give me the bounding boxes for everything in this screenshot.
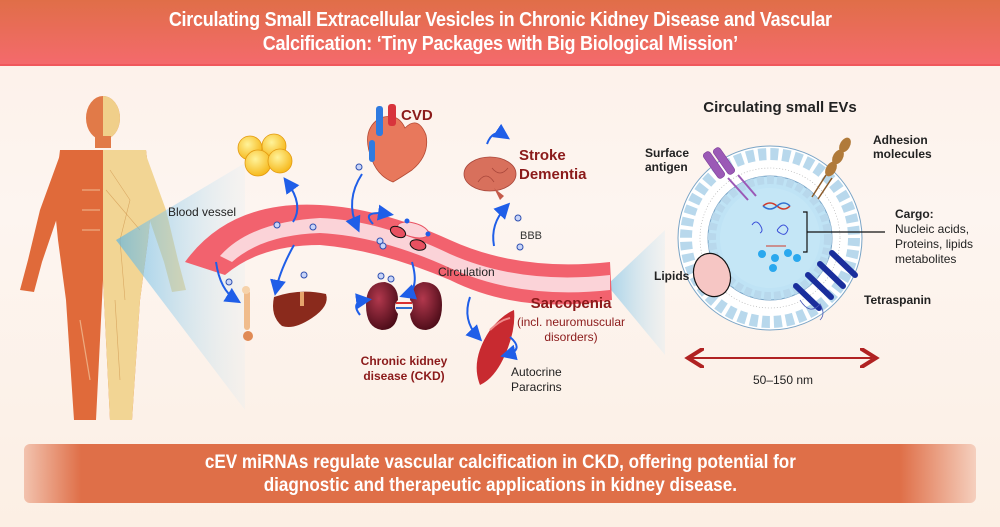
arrow-loop-muscle xyxy=(500,336,518,361)
conclusion-banner: cEV miRNAs regulate vascular calcificati… xyxy=(24,444,976,503)
tetraspanin-label: Tetraspanin xyxy=(864,293,931,307)
lipids-label: Lipids xyxy=(654,269,690,283)
heart-icon xyxy=(367,104,428,183)
arrow-from-heart xyxy=(345,173,363,233)
surface-antigen-label-2: antigen xyxy=(645,160,688,174)
adhesion-molecule-icon xyxy=(811,137,851,200)
conclusion-line-1: cEV miRNAs regulate vascular calcificati… xyxy=(204,451,796,473)
arrow-to-muscle xyxy=(465,296,483,342)
adipose-tissue-icon xyxy=(237,133,293,177)
sarcopenia-sub-line1: (incl. neuromuscular xyxy=(517,315,625,329)
surface-antigen-label-1: Surface xyxy=(645,146,689,160)
bbb-label: BBB xyxy=(520,230,542,242)
autocrine-label: Autocrine xyxy=(511,365,562,379)
blood-vessel-label: Blood vessel xyxy=(168,205,236,219)
cvd-label: CVD xyxy=(401,107,433,124)
arrow-to-adipose xyxy=(283,177,300,223)
adhesion-label-2: molecules xyxy=(873,147,932,161)
arrow-to-bone xyxy=(215,261,242,304)
ckd-label-line1: Chronic kidney xyxy=(361,354,448,368)
ev-panel-title: Circulating small EVs xyxy=(703,99,856,116)
circulation-label: Circulation xyxy=(438,265,495,279)
arrow-to-brain xyxy=(492,202,511,247)
cargo-bracket xyxy=(803,211,885,253)
extracellular-vesicle-diagram xyxy=(677,145,863,331)
sarcopenia-sub-line2: disorders) xyxy=(544,330,597,344)
signaling-arrows xyxy=(215,123,518,361)
title-line-2: Calcification: ‘Tiny Packages with Big B… xyxy=(262,33,738,55)
title-banner: Circulating Small Extracellular Vesicles… xyxy=(0,0,1000,66)
cargo-line-3: metabolites xyxy=(895,252,956,266)
cargo-line-2: Proteins, lipids xyxy=(895,237,973,251)
small-vesicles xyxy=(225,163,524,286)
sarcopenia-label: Sarcopenia xyxy=(531,295,613,312)
muscle-icon xyxy=(476,310,515,385)
tetraspanin-loop xyxy=(799,299,824,321)
blood-vessel xyxy=(185,204,612,305)
diagram-canvas: Blood vessel Circulation CVD Stroke Deme… xyxy=(20,96,973,420)
arrow-from-kidney xyxy=(399,261,418,300)
paracrine-label: Paracrins xyxy=(511,380,562,394)
arrow-loop-brain xyxy=(486,123,510,145)
cargo-title: Cargo: xyxy=(895,207,934,221)
cargo-line-1: Nucleic acids, xyxy=(895,222,969,236)
liver-icon xyxy=(273,291,327,327)
arrow-loop-kidney xyxy=(355,293,372,316)
adhesion-label-1: Adhesion xyxy=(873,133,928,147)
cargo-icons xyxy=(751,202,801,272)
page-title: Circulating Small Extracellular Vesicles… xyxy=(169,8,832,56)
stroke-label: Stroke xyxy=(519,147,566,164)
brain-icon xyxy=(463,156,517,200)
dementia-label: Dementia xyxy=(519,166,587,183)
surface-antigen-icon xyxy=(702,147,757,201)
tetraspanin-icon xyxy=(793,250,858,311)
zoom-beam-left xyxy=(116,163,245,410)
lipid-droplet-icon xyxy=(692,252,732,298)
size-scale-label: 50–150 nm xyxy=(753,373,813,387)
arrow-to-liver xyxy=(270,244,295,296)
bone-icon xyxy=(242,286,253,341)
kidney-icon xyxy=(366,282,442,330)
arrow-loop-vessel xyxy=(368,204,394,225)
conclusion-text: cEV miRNAs regulate vascular calcificati… xyxy=(204,451,795,497)
vesicle-cells xyxy=(389,218,431,251)
zoom-beam-right xyxy=(607,230,665,355)
conclusion-line-2: diagnostic and therapeutic applications … xyxy=(263,474,737,496)
title-line-1: Circulating Small Extracellular Vesicles… xyxy=(168,9,832,31)
ckd-label-line2: disease (CKD) xyxy=(363,369,444,383)
